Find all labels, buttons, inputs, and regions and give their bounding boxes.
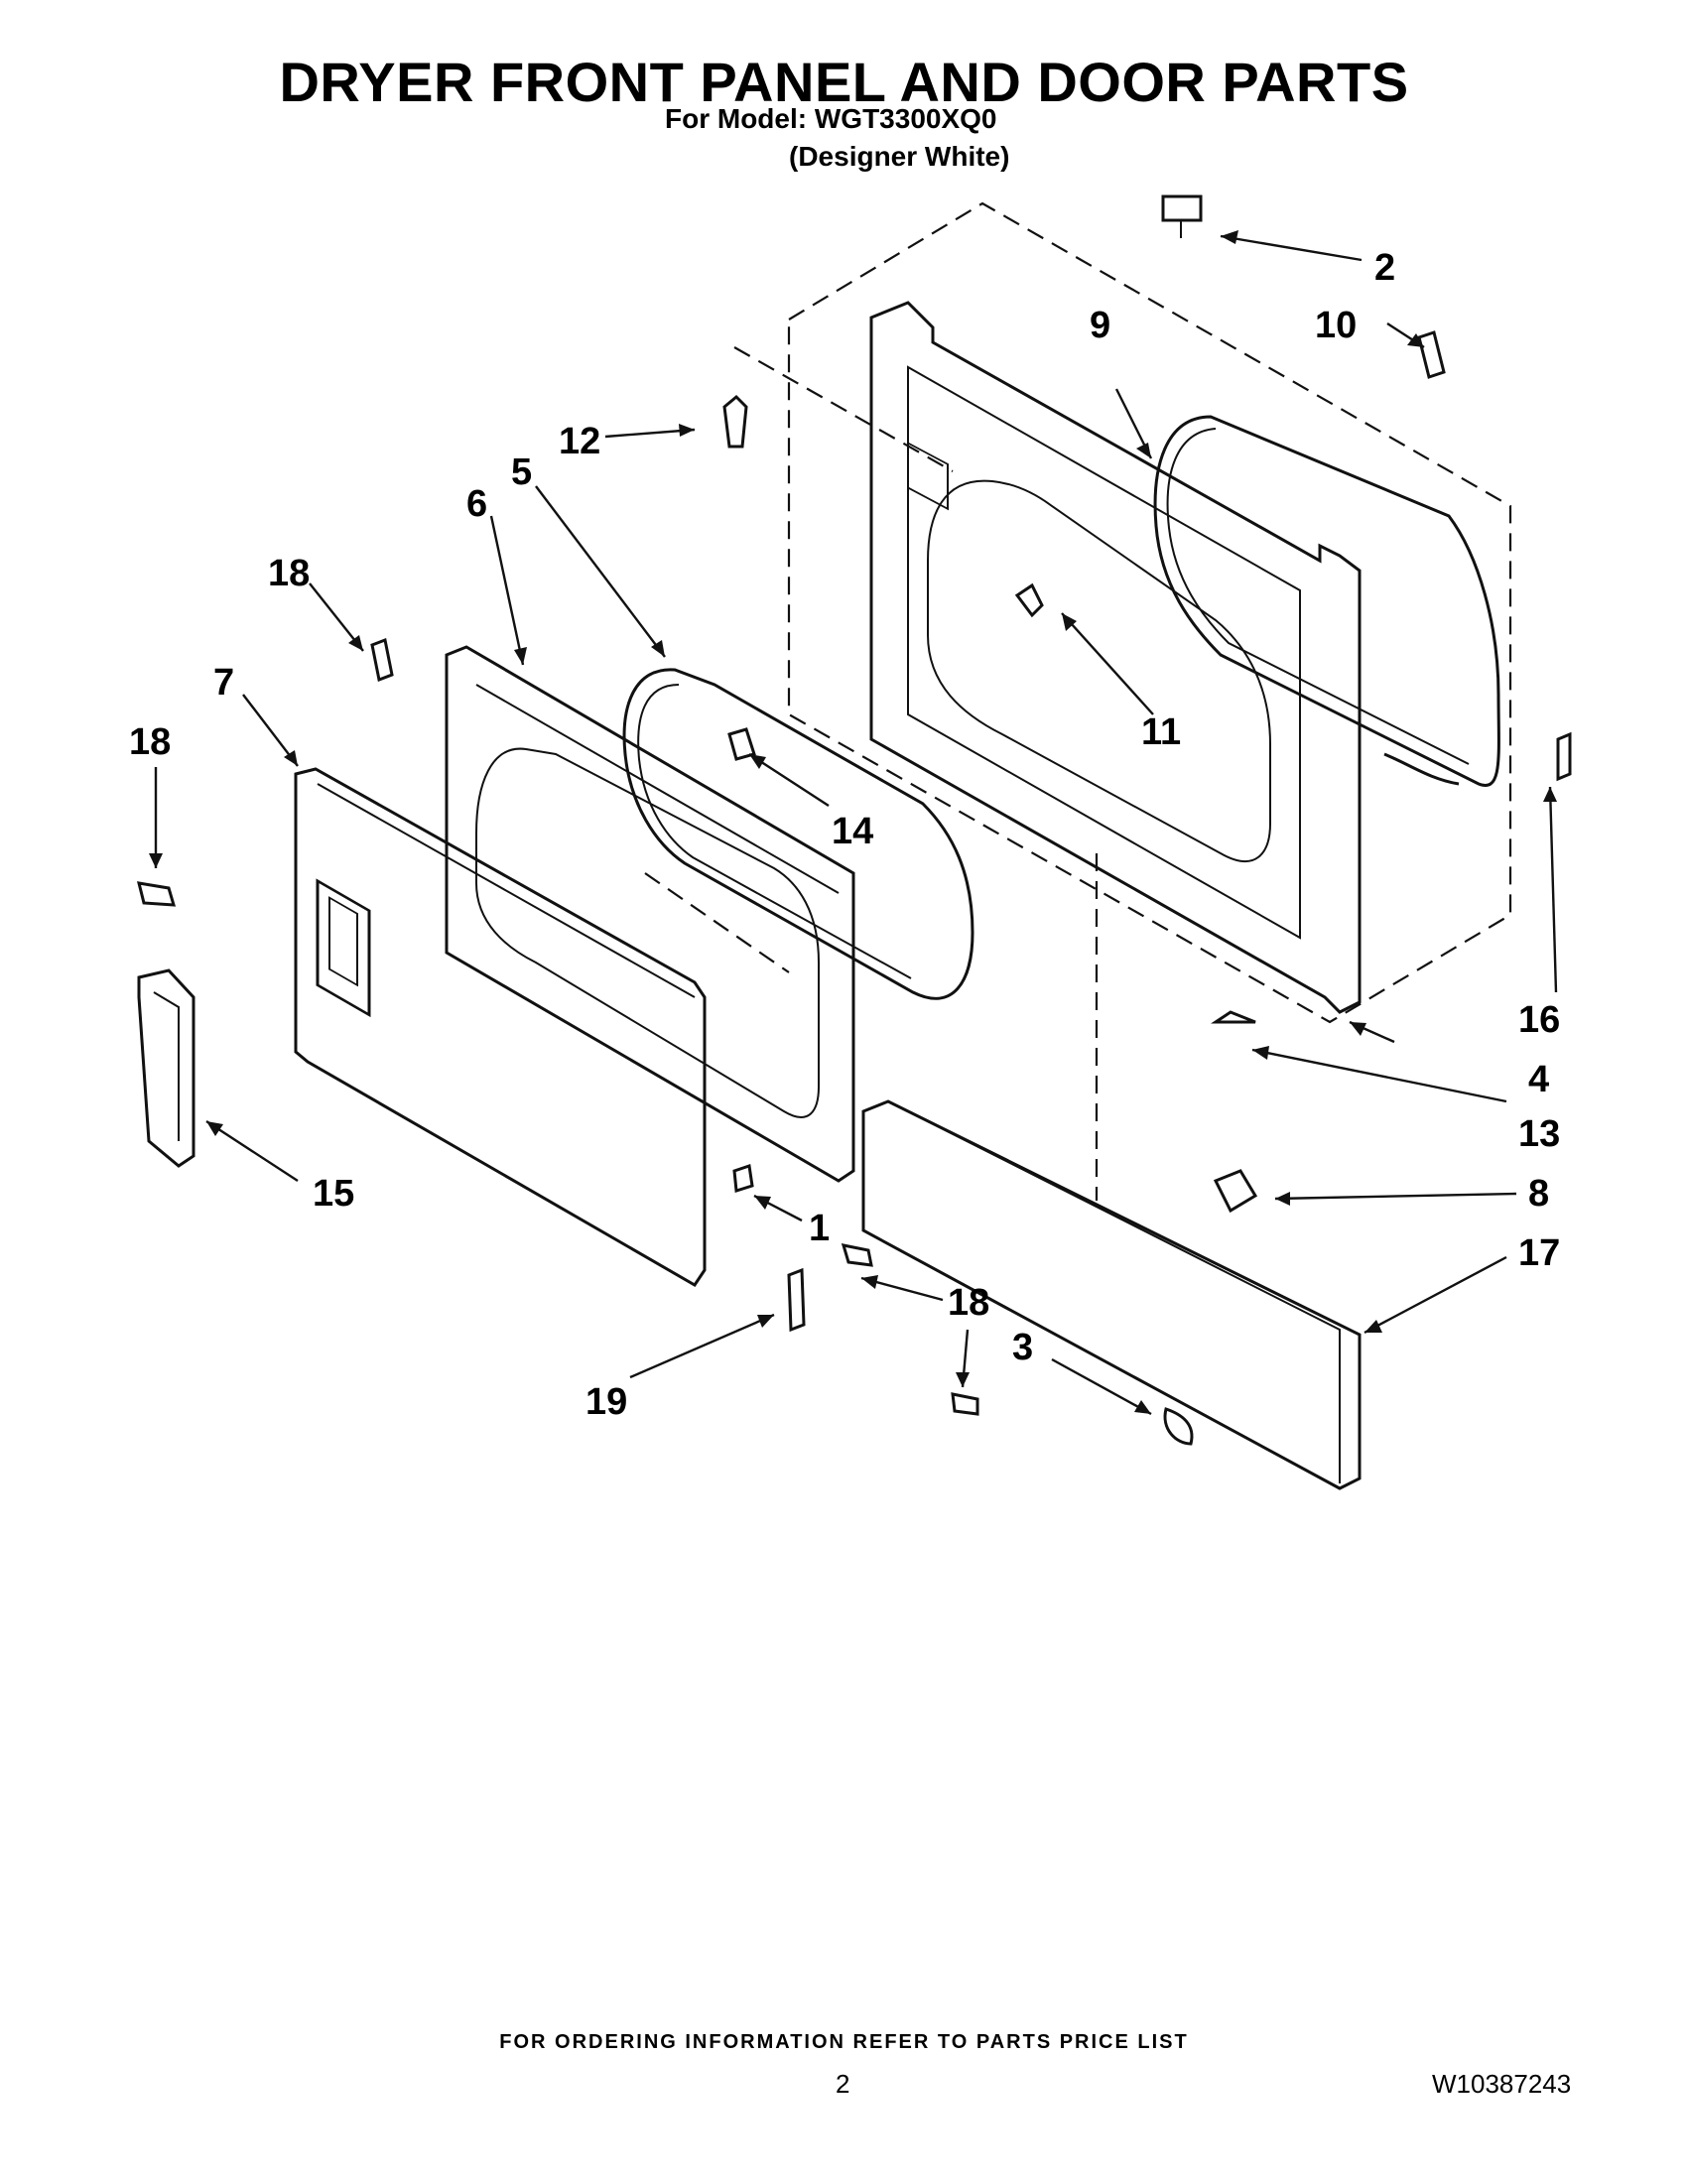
document-number: W10387243 [1432, 2069, 1572, 2099]
callout-5: 5 [511, 451, 532, 493]
callout-16: 16 [1518, 999, 1560, 1041]
callout-1: 1 [809, 1208, 830, 1249]
callout-14: 14 [832, 811, 873, 852]
hardware-parts [136, 194, 1572, 1446]
callout-13: 13 [1518, 1113, 1560, 1155]
ordering-note: FOR ORDERING INFORMATION REFER TO PARTS … [499, 2031, 1189, 2053]
callout-7: 7 [213, 662, 234, 704]
color-line: (Designer White) [789, 141, 1010, 172]
callout-18c: 18 [948, 1282, 989, 1324]
leader-lines [149, 230, 1558, 1416]
callout-18a: 18 [268, 553, 310, 594]
callout-11: 11 [1141, 711, 1181, 753]
front-panel [869, 301, 1362, 1014]
callout-4: 4 [1528, 1059, 1549, 1100]
callout-18b: 18 [129, 721, 171, 763]
callout-19: 19 [585, 1381, 627, 1423]
callout-10: 10 [1315, 305, 1357, 346]
inner-door-panel [445, 645, 855, 1183]
cabinet-dashed-outline [644, 201, 1512, 1201]
outer-door [294, 767, 707, 1288]
callout-2: 2 [1374, 247, 1395, 289]
callout-6: 6 [466, 483, 487, 525]
page-number: 2 [836, 2069, 850, 2099]
callout-9: 9 [1090, 305, 1110, 346]
model-line: For Model: WGT3300XQ0 [665, 103, 997, 134]
handle-insert [137, 968, 195, 1168]
callout-3: 3 [1012, 1327, 1033, 1368]
door-seal-5 [622, 668, 974, 1000]
toe-panel [861, 1099, 1362, 1490]
page-title: DRYER FRONT PANEL AND DOOR PARTS [279, 51, 1409, 113]
callout-12: 12 [559, 421, 600, 462]
callout-17: 17 [1518, 1232, 1560, 1274]
callout-15: 15 [313, 1173, 354, 1215]
drum-seal-9 [1153, 415, 1500, 787]
callout-8: 8 [1528, 1173, 1549, 1215]
